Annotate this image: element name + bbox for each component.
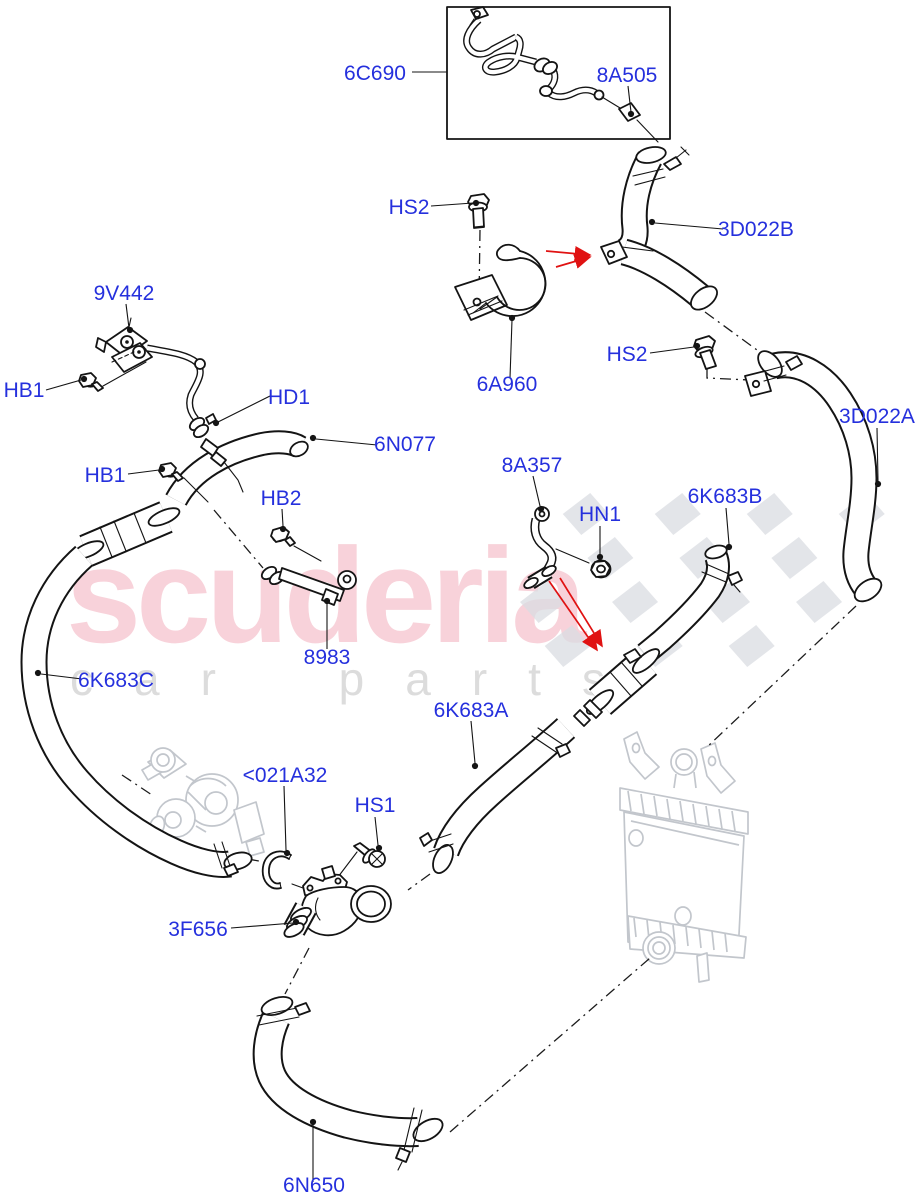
part-label-6A960[interactable]: 6A960: [477, 373, 538, 396]
oring-021A32: [261, 850, 304, 890]
part-label-8A505[interactable]: 8A505: [597, 64, 658, 87]
part-label-8A357[interactable]: 8A357: [502, 454, 563, 477]
part-label-HN1[interactable]: HN1: [579, 503, 621, 526]
part-label-3D022B[interactable]: 3D022B: [718, 218, 794, 241]
inset-box: [446, 6, 671, 140]
hose-3D022A: [744, 350, 883, 603]
part-label-HB2[interactable]: HB2: [261, 487, 302, 510]
hose-6K683C: [20, 545, 253, 878]
hose-6K683A: [419, 718, 576, 874]
hose-assembly-6C690: [463, 6, 659, 143]
nut-HN1: [555, 548, 612, 579]
hose-6N650: [252, 996, 444, 1171]
reference-turbocharger: [141, 747, 265, 857]
part-label-6K683B[interactable]: 6K683B: [688, 485, 763, 508]
hose-6K683B: [637, 544, 743, 664]
part-label-6N650[interactable]: 6N650: [283, 1174, 345, 1197]
part-labels: 6C690 8A505 HS2 3D022B 9V442 HB1 HD1 6N0…: [4, 62, 915, 1197]
resonator-6K683: [573, 648, 661, 727]
housing-3F656: [283, 865, 392, 938]
part-label-HB1-upper[interactable]: HB1: [4, 379, 45, 402]
part-label-HS2-right[interactable]: HS2: [607, 343, 648, 366]
sensor-assembly-9V442: [95, 317, 244, 493]
part-label-6K683A[interactable]: 6K683A: [434, 699, 509, 722]
part-label-8983[interactable]: 8983: [304, 646, 351, 669]
red-locator-arrows: [545, 245, 603, 652]
part-label-HS1[interactable]: HS1: [355, 794, 396, 817]
part-label-HD1[interactable]: HD1: [268, 386, 310, 409]
part-label-HB1-lower[interactable]: HB1: [85, 464, 126, 487]
watermark-tagline-text: car parts: [70, 653, 646, 705]
part-label-6C690[interactable]: 6C690: [344, 62, 406, 85]
line-art: [20, 6, 883, 1171]
part-label-9V442[interactable]: 9V442: [94, 282, 155, 305]
bracket-8A357: [523, 506, 557, 590]
assembly-connection-lines: [121, 229, 857, 1133]
part-label-3D022A[interactable]: 3D022A: [839, 405, 915, 428]
hose-3D022B: [600, 146, 718, 311]
bracket-8983: [260, 565, 357, 606]
reference-intercooler: [619, 731, 749, 983]
part-label-6K683C[interactable]: 6K683C: [78, 669, 154, 692]
leader-lines: [34, 71, 882, 1182]
part-label-6N077[interactable]: 6N077: [374, 433, 436, 456]
part-label-3F656[interactable]: 3F656: [168, 918, 228, 941]
clamp-bracket-6A960: [454, 243, 547, 321]
part-label-021A32[interactable]: <021A32: [243, 764, 328, 787]
part-label-HS2-upper[interactable]: HS2: [389, 196, 430, 219]
bolt-HS1: [337, 842, 386, 878]
